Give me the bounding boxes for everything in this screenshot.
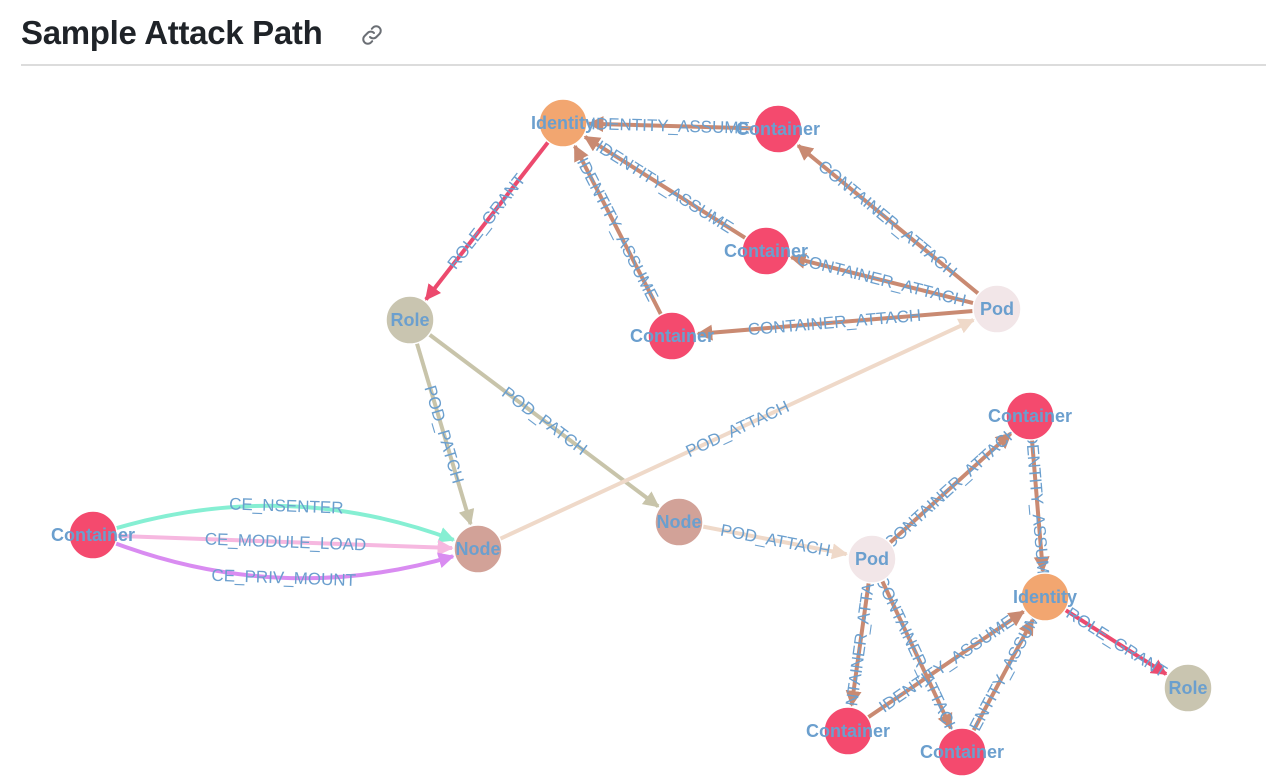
edge-label: POD_PATCH <box>420 383 467 486</box>
edge-identity-assume[interactable] <box>971 618 1035 732</box>
edge-label: POD_ATTACH <box>719 521 832 561</box>
node-label: Container <box>736 119 820 139</box>
node-container[interactable] <box>823 706 873 756</box>
edge-pod-attach[interactable] <box>702 524 849 560</box>
node-label: Container <box>920 742 1004 762</box>
node-container[interactable] <box>937 727 987 777</box>
edge-ce-module-load[interactable] <box>116 533 454 556</box>
node-container[interactable] <box>741 226 791 276</box>
node-label: Pod <box>855 549 889 569</box>
edge-label: CONTAINER_ATTACH <box>880 422 1022 553</box>
edge-label: CONTAINER_ATTACH <box>747 306 922 339</box>
edge-container-attach[interactable] <box>796 143 980 296</box>
edge-label: IDENTITY_ASSUME <box>591 114 750 137</box>
node-label: Identity <box>531 113 595 133</box>
edge-pod-patch[interactable] <box>427 332 660 508</box>
node-pod[interactable] <box>847 534 897 584</box>
node-label: Pod <box>980 299 1014 319</box>
edge-container-attach[interactable] <box>845 582 871 707</box>
edge-container-attach[interactable] <box>696 308 974 341</box>
edge-label: ROLE_GRANT <box>1063 604 1170 682</box>
node-label: Identity <box>1013 587 1077 607</box>
edge-label: CE_MODULE_LOAD <box>204 530 366 555</box>
edge-label: CE_PRIV_MOUNT <box>211 566 356 590</box>
edge-identity-assume[interactable] <box>587 116 755 133</box>
edge-identity-assume[interactable] <box>573 144 663 316</box>
node-label: Node <box>456 539 501 559</box>
node-label: Container <box>988 406 1072 426</box>
edge-ce-priv-mount[interactable] <box>114 541 455 581</box>
edge-identity-assume[interactable] <box>1029 439 1050 573</box>
attack-path-graph[interactable]: IDENTITY_ASSUMEIDENTITY_ASSUMEIDENTITY_A… <box>0 66 1280 783</box>
link-icon[interactable] <box>360 23 384 47</box>
node-label: Container <box>806 721 890 741</box>
node-label: Container <box>51 525 135 545</box>
edge-role-grant[interactable] <box>424 140 550 301</box>
node-node[interactable] <box>654 497 704 547</box>
edge-ce-nsenter[interactable] <box>115 503 456 543</box>
nodes-layer <box>68 98 1213 777</box>
node-label: Role <box>1168 678 1207 698</box>
edge-container-attach[interactable] <box>789 253 975 306</box>
node-identity[interactable] <box>538 98 588 148</box>
edge-label: ROLE_GRANT <box>444 170 530 273</box>
edge-label: POD_ATTACH <box>683 397 792 461</box>
node-identity[interactable] <box>1020 572 1070 622</box>
page-title: Sample Attack Path <box>21 14 323 51</box>
node-role[interactable] <box>1163 663 1213 713</box>
node-label: Role <box>390 310 429 330</box>
edge-identity-assume[interactable] <box>583 135 747 240</box>
edge-pod-attach[interactable] <box>498 318 975 541</box>
node-node[interactable] <box>453 524 503 574</box>
edge-identity-assume[interactable] <box>866 609 1025 720</box>
page-header: Sample Attack Path <box>21 10 1266 66</box>
node-container[interactable] <box>1005 391 1055 441</box>
node-container[interactable] <box>647 311 697 361</box>
edge-pod-patch[interactable] <box>414 342 475 526</box>
edge-container-attach[interactable] <box>880 579 953 730</box>
node-label: Node <box>657 512 702 532</box>
edge-container-attach[interactable] <box>888 431 1013 545</box>
node-label: Container <box>724 241 808 261</box>
edge-label: CE_NSENTER <box>229 494 344 517</box>
edge-label: POD_PATCH <box>498 383 590 459</box>
node-container[interactable] <box>753 104 803 154</box>
edge-role-grant[interactable] <box>1064 608 1168 676</box>
node-label: Container <box>630 326 714 346</box>
node-pod[interactable] <box>972 284 1022 334</box>
edge-label: IDENTITY_ASSUME <box>1021 427 1053 587</box>
node-container[interactable] <box>68 510 118 560</box>
node-role[interactable] <box>385 295 435 345</box>
